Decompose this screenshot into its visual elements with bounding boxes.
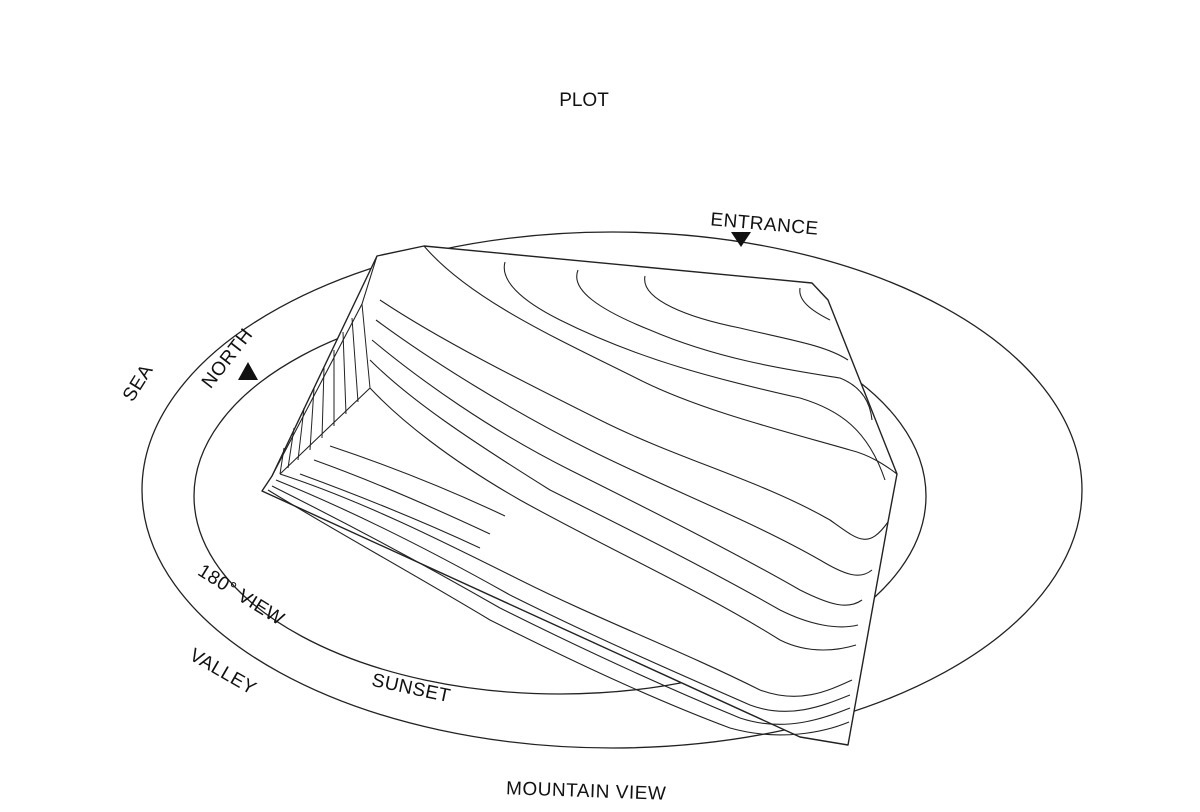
sea-label: SEA (119, 361, 158, 406)
diagram-title: PLOT (559, 90, 609, 111)
triangle-icon (238, 362, 258, 380)
sunset-label: SUNSET (370, 670, 453, 707)
triangle-down-icon (731, 232, 751, 247)
terrace-lines (267, 445, 853, 736)
mountain-view-label: MOUNTAIN VIEW (506, 778, 667, 805)
view-180-label: 180° VIEW (194, 561, 288, 631)
contour-lines (369, 245, 898, 651)
cliff-face-lines (279, 303, 371, 475)
entrance-annotation: ENTRANCE (710, 209, 820, 247)
entrance-label: ENTRANCE (710, 209, 820, 239)
cliff-return (279, 387, 371, 475)
terrain-block (261, 245, 898, 746)
outer-ring (141, 231, 1083, 749)
